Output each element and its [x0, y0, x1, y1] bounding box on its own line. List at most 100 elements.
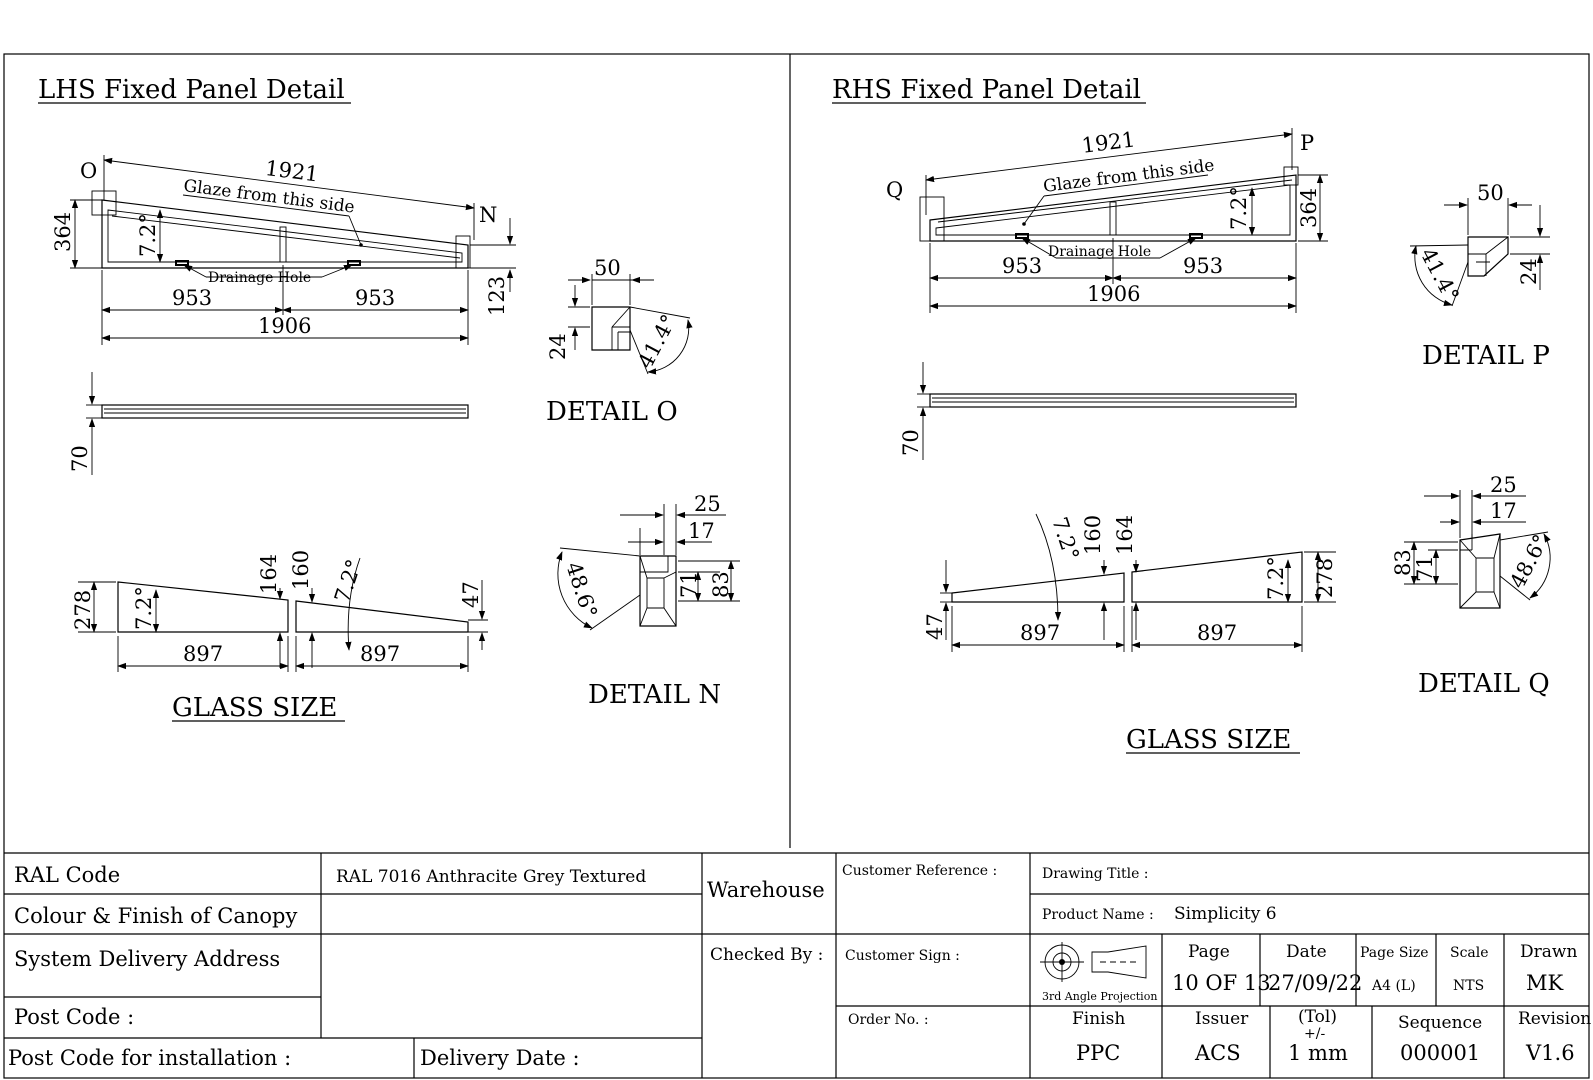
- scale-value: NTS: [1453, 978, 1484, 994]
- colour-label: Colour & Finish of Canopy: [14, 904, 297, 928]
- customer-ref-label: Customer Reference :: [842, 863, 997, 879]
- lhs-detail-n: 25 17 71 83 48.6° DETAIL N: [556, 492, 740, 710]
- delivery-address-label: System Delivery Address: [14, 947, 280, 971]
- rhs-glass-47: 47: [923, 613, 947, 640]
- date-label: Date: [1286, 942, 1327, 962]
- ral-code-label: RAL Code: [14, 863, 120, 887]
- detail-n-d17: 17: [688, 519, 715, 543]
- detail-q-d83: 83: [1391, 549, 1415, 576]
- detail-o-angle: 41.4°: [633, 311, 681, 373]
- rhs-dim-953b: 953: [1183, 254, 1223, 278]
- detail-n-title: DETAIL N: [588, 680, 721, 710]
- order-no-label: Order No. :: [848, 1012, 929, 1028]
- lhs-glass-47: 47: [459, 581, 483, 608]
- product-name-label: Product Name :: [1042, 907, 1154, 923]
- tol-value: 1 mm: [1288, 1041, 1348, 1065]
- lhs-glass-160: 160: [289, 550, 313, 590]
- rhs-elevation: Drainage Hole: [919, 166, 1299, 260]
- rhs-dim-1921: 1921: [1080, 127, 1136, 158]
- projection-label: 3rd Angle Projection: [1042, 990, 1157, 1003]
- lhs-dim-364: 364: [51, 212, 75, 252]
- page-size-label: Page Size: [1360, 945, 1429, 961]
- ral-code-value: RAL 7016 Anthracite Grey Textured: [336, 867, 646, 887]
- sheet-frame: [3, 53, 1590, 1079]
- projection-symbol-icon: [1040, 942, 1147, 982]
- rhs-drainage-label: Drainage Hole: [1048, 244, 1151, 260]
- rhs-detail-p: 50 24 41.4° DETAIL P: [1409, 181, 1550, 371]
- lhs-detail-o: 50 24 41.4° DETAIL O: [546, 256, 693, 427]
- customer-sign-label: Customer Sign :: [845, 948, 960, 964]
- lhs-glass-278: 278: [71, 590, 95, 630]
- detail-q-d71: 71: [1413, 555, 1437, 582]
- sequence-value: 000001: [1400, 1041, 1480, 1065]
- finish-label: Finish: [1072, 1009, 1125, 1029]
- title-block: RAL Code RAL 7016 Anthracite Grey Textur…: [4, 852, 1591, 1078]
- rhs-dim-953a: 953: [1002, 254, 1042, 278]
- lhs-glass: 278 7.2° 164 160 7.2° 47 897 897 GLASS S: [71, 550, 488, 723]
- lhs-glass-angle-a: 7.2°: [132, 586, 156, 630]
- drawing-title-label: Drawing Title :: [1042, 866, 1149, 882]
- post-code-install-label: Post Code for installation :: [8, 1046, 291, 1070]
- detail-p-angle: 41.4°: [1416, 244, 1464, 306]
- lhs-label-o: O: [80, 159, 97, 183]
- rhs-title: RHS Fixed Panel Detail: [832, 75, 1141, 105]
- revision-label: Revision: [1518, 1009, 1591, 1029]
- page-size-value: A4 (L): [1371, 978, 1416, 994]
- issuer-label: Issuer: [1195, 1009, 1249, 1029]
- lhs-drainage-label: Drainage Hole: [208, 270, 311, 286]
- warehouse-label: Warehouse: [707, 878, 825, 902]
- detail-o-title: DETAIL O: [546, 397, 678, 427]
- checked-by-label: Checked By :: [710, 945, 823, 965]
- lhs-section: LHS Fixed Panel Detail Drainage Hole O N…: [38, 75, 740, 723]
- rhs-glass-angle-a: 7.2°: [1047, 514, 1083, 563]
- drawn-label: Drawn: [1520, 942, 1577, 962]
- rhs-section: RHS Fixed Panel Detail Drainage Hole P Q…: [832, 75, 1553, 755]
- lhs-dim-953a: 953: [172, 286, 212, 310]
- lhs-glaze-label: Glaze from this side: [182, 176, 355, 217]
- lhs-glass-897b: 897: [360, 642, 400, 666]
- lhs-dim-953b: 953: [355, 286, 395, 310]
- detail-p-d24: 24: [1517, 258, 1541, 285]
- lhs-elevation: Drainage Hole: [91, 190, 471, 286]
- sequence-label: Sequence: [1398, 1013, 1482, 1033]
- detail-n-angle: 48.6°: [561, 559, 602, 621]
- rhs-glass-164: 164: [1113, 515, 1137, 555]
- issuer-value: ACS: [1194, 1041, 1241, 1065]
- rhs-detail-q: 25 17 83 71 48.6° DETAIL Q: [1391, 473, 1553, 699]
- rhs-glass-size: GLASS SIZE: [1126, 725, 1291, 755]
- lhs-dim-70: 70: [68, 445, 92, 472]
- lhs-plan-view: 70: [68, 372, 469, 475]
- rhs-glass-897b: 897: [1197, 621, 1237, 645]
- rhs-glass-160: 160: [1081, 515, 1105, 555]
- detail-n-d83: 83: [709, 571, 733, 598]
- lhs-glass-164: 164: [257, 554, 281, 594]
- rhs-plan-view: 70: [899, 362, 1297, 460]
- post-code-label: Post Code :: [14, 1005, 134, 1029]
- lhs-dim-1906: 1906: [258, 314, 311, 338]
- detail-p-title: DETAIL P: [1422, 341, 1550, 371]
- rhs-label-q: Q: [886, 178, 903, 202]
- product-name-value: Simplicity 6: [1174, 904, 1277, 924]
- delivery-date-label: Delivery Date :: [420, 1046, 580, 1070]
- lhs-label-n: N: [479, 203, 497, 227]
- detail-n-d25: 25: [694, 492, 721, 516]
- drawn-value: MK: [1526, 971, 1564, 995]
- detail-q-angle: 48.6°: [1505, 531, 1553, 593]
- detail-q-d25: 25: [1490, 473, 1517, 497]
- page-value: 10 OF 13: [1172, 971, 1271, 995]
- detail-o-d50: 50: [594, 256, 621, 280]
- tol-pm: +/-: [1304, 1026, 1325, 1042]
- lhs-title: LHS Fixed Panel Detail: [38, 75, 345, 105]
- date-value: 27/09/22: [1268, 971, 1362, 995]
- scale-label: Scale: [1450, 945, 1489, 961]
- tol-label: (Tol): [1298, 1007, 1337, 1027]
- page-label: Page: [1188, 942, 1230, 962]
- revision-value: V1.6: [1525, 1041, 1575, 1065]
- rhs-dim-70: 70: [899, 429, 923, 456]
- detail-n-d71: 71: [677, 571, 701, 598]
- lhs-angle-72: 7.2°: [136, 213, 160, 257]
- lhs-glass-size: GLASS SIZE: [172, 693, 337, 723]
- detail-q-title: DETAIL Q: [1418, 669, 1550, 699]
- detail-o-d24: 24: [546, 333, 570, 360]
